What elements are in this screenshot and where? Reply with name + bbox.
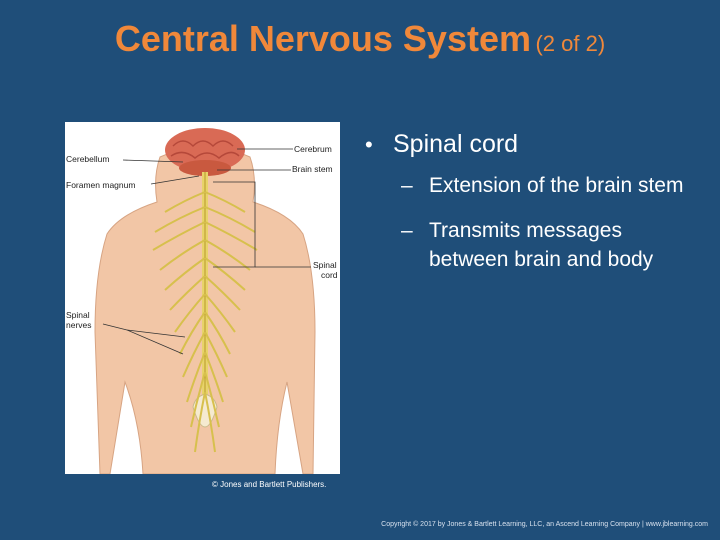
sub-bullet: – Extension of the brain stem	[365, 171, 705, 200]
label-cerebrum: Cerebrum	[294, 144, 332, 154]
sub-bullet-text: Transmits messages between brain and bod…	[429, 219, 654, 271]
label-brain-stem: Brain stem	[292, 164, 333, 174]
dash-icon: –	[401, 219, 413, 242]
bullet-main-text: Spinal cord	[393, 130, 519, 158]
slide-title: Central Nervous System (2 of 2)	[0, 18, 720, 60]
sub-bullet-text: Extension of the brain stem	[429, 174, 684, 197]
label-spinal-cord-line1: Spinal	[313, 260, 337, 270]
label-cerebellum: Cerebellum	[66, 154, 109, 164]
copyright-footer: Copyright © 2017 by Jones & Bartlett Lea…	[381, 521, 708, 528]
leader-lines	[102, 148, 311, 355]
slide-title-main: Central Nervous System	[114, 18, 531, 59]
label-spinal-nerves-line2: nerves	[66, 320, 92, 330]
bullet-dot-icon: •	[365, 132, 373, 157]
dash-icon: –	[401, 174, 413, 197]
sub-bullet: – Transmits messages between brain and b…	[365, 216, 705, 274]
label-spinal-cord-line2: cord	[321, 270, 338, 280]
label-foramen-magnum: Foramen magnum	[66, 180, 135, 190]
figure-credit: © Jones and Bartlett Publishers.	[212, 480, 327, 489]
slide-title-sub: (2 of 2)	[535, 31, 606, 56]
spinal-cord-illustration: Cerebellum Foramen magnum Cerebrum Brain…	[65, 122, 340, 474]
bullet-list: • Spinal cord – Extension of the brain s…	[365, 130, 705, 274]
bullet-main: • Spinal cord	[365, 130, 705, 159]
cerebellum-shape	[179, 160, 231, 176]
cerebrum-shape	[165, 128, 245, 172]
label-spinal-nerves-line1: Spinal	[66, 310, 90, 320]
